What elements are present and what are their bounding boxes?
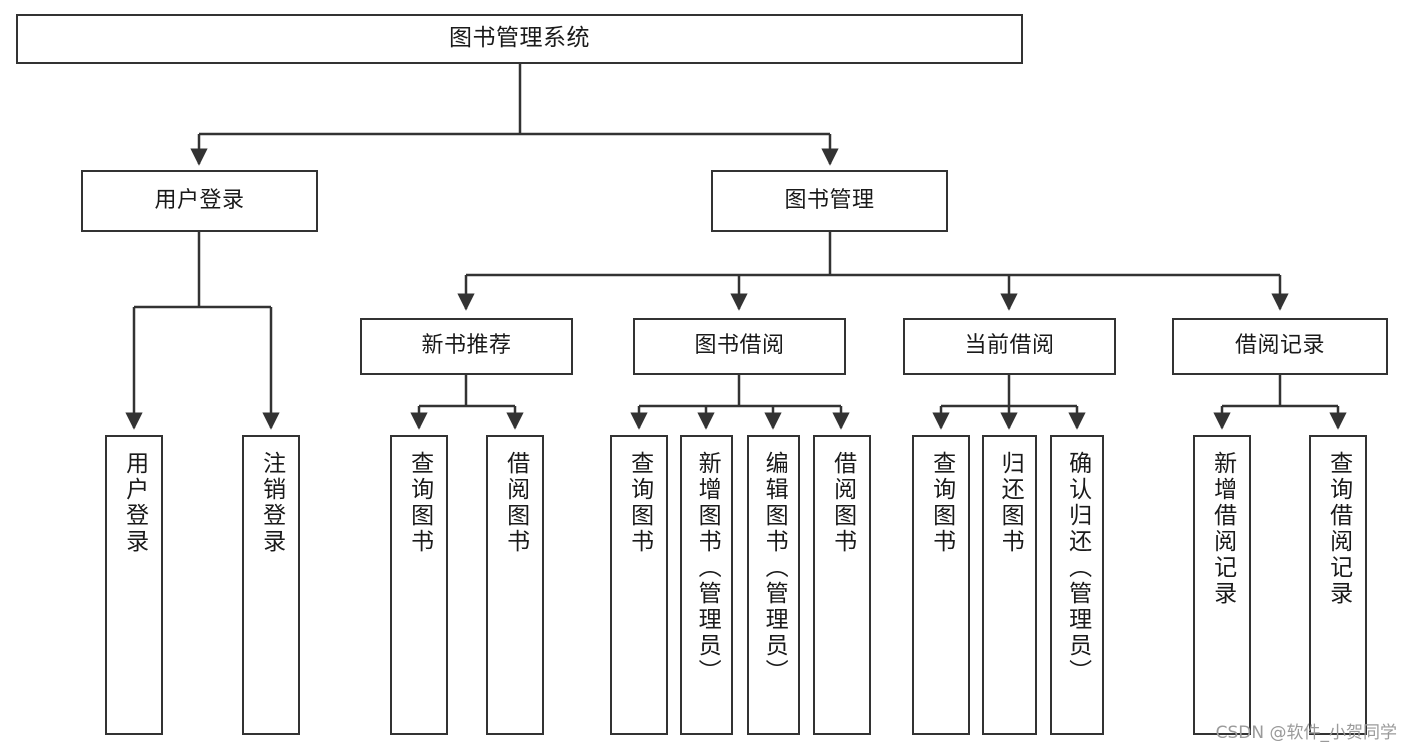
node-label: 编辑图书（管理员） [761, 451, 788, 685]
node-user-login[interactable]: 用户登录 [81, 170, 318, 232]
node-label: 图书借阅 [694, 333, 785, 359]
node-leaf-query-book-2[interactable]: 查询图书 [610, 435, 668, 735]
node-leaf-confirm-return[interactable]: 确认归还（管理员） [1050, 435, 1104, 735]
node-label: 借阅图书 [829, 451, 856, 555]
node-label: 查询图书 [406, 451, 433, 555]
node-label: 用户登录 [121, 451, 148, 555]
node-label: 图书管理 [784, 187, 875, 213]
node-leaf-add-book[interactable]: 新增图书（管理员） [680, 435, 733, 735]
node-label: 当前借阅 [964, 333, 1055, 359]
node-label: 确认归还（管理员） [1064, 451, 1091, 685]
node-leaf-edit-book[interactable]: 编辑图书（管理员） [747, 435, 800, 735]
node-label: 查询图书 [626, 451, 653, 555]
node-leaf-add-record[interactable]: 新增借阅记录 [1193, 435, 1251, 735]
node-leaf-return-book[interactable]: 归还图书 [982, 435, 1037, 735]
node-leaf-query-book-1[interactable]: 查询图书 [390, 435, 448, 735]
node-label: 查询借阅记录 [1325, 451, 1352, 607]
csdn-watermark: CSDN @软件_小贺同学 [1215, 723, 1397, 743]
node-book-manage[interactable]: 图书管理 [711, 170, 948, 232]
node-label: 借阅记录 [1234, 333, 1325, 359]
node-leaf-borrow-book-1[interactable]: 借阅图书 [486, 435, 544, 735]
node-leaf-borrow-book-2[interactable]: 借阅图书 [813, 435, 871, 735]
node-new-book-rec[interactable]: 新书推荐 [360, 318, 573, 375]
node-leaf-query-book-3[interactable]: 查询图书 [912, 435, 970, 735]
node-label: 新增借阅记录 [1209, 451, 1236, 607]
node-label: 归还图书 [997, 451, 1024, 555]
node-borrow-record[interactable]: 借阅记录 [1172, 318, 1388, 375]
node-leaf-user-login[interactable]: 用户登录 [105, 435, 163, 735]
node-leaf-logout[interactable]: 注销登录 [242, 435, 300, 735]
node-book-borrow[interactable]: 图书借阅 [633, 318, 846, 375]
node-label: 用户登录 [154, 187, 245, 213]
node-label: 图书管理系统 [449, 25, 590, 52]
node-root-system[interactable]: 图书管理系统 [16, 14, 1023, 64]
node-label: 新书推荐 [421, 333, 512, 359]
node-label: 新增图书（管理员） [694, 451, 721, 685]
node-label: 借阅图书 [502, 451, 529, 555]
node-label: 注销登录 [258, 451, 285, 555]
node-leaf-query-record[interactable]: 查询借阅记录 [1309, 435, 1367, 735]
node-current-borrow[interactable]: 当前借阅 [903, 318, 1116, 375]
node-label: 查询图书 [928, 451, 955, 555]
